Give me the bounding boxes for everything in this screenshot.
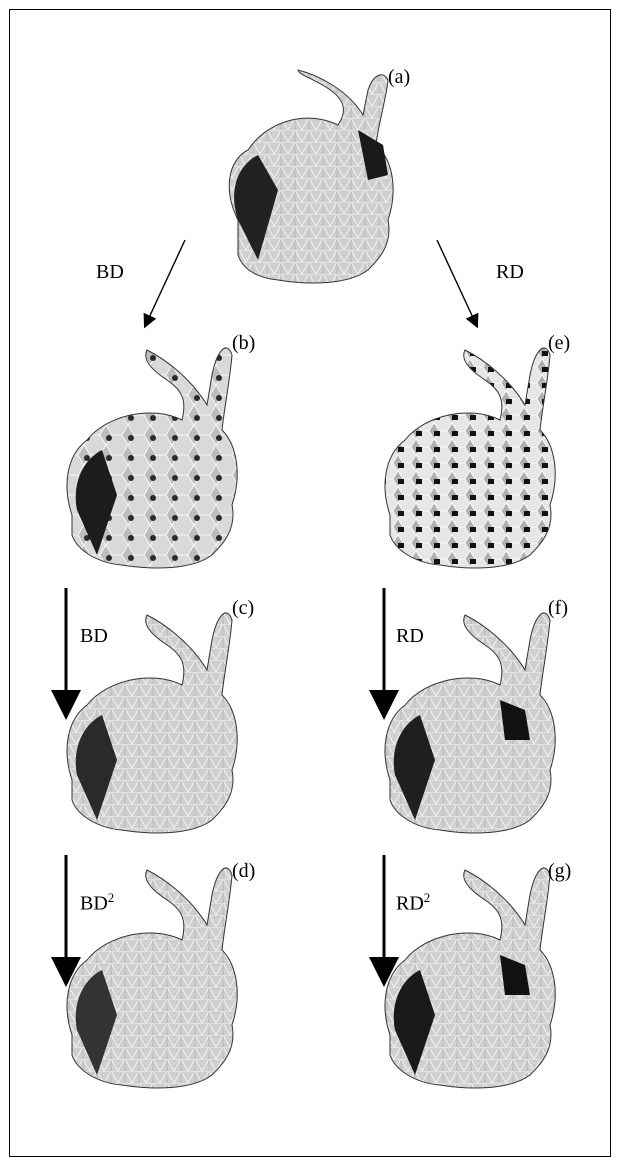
panel-label-b: (b) [232,333,255,353]
arrow-right-top [437,240,475,322]
arrow-left-top [147,240,185,322]
bunny-e [385,348,555,568]
panel-label-c: (c) [232,598,254,618]
arrow-label-left-top: BD [96,262,124,282]
panel-label-d: (d) [232,861,255,881]
arrow-label-left-bottom: BD2 [80,891,114,914]
arrow-label-right-top: RD [496,262,524,282]
panel-label-e: (e) [548,333,570,353]
arrow-label-right-mid: RD [396,626,424,646]
arrow-label-right-bottom-exp: 2 [424,890,431,905]
arrow-label-right-bottom-text: RD [396,893,424,915]
arrow-label-left-bottom-exp: 2 [108,890,115,905]
panel-label-a: (a) [388,67,410,87]
bunny-b [67,348,237,568]
arrow-label-left-mid: BD [80,626,108,646]
panel-label-f: (f) [548,598,568,618]
panel-label-g: (g) [548,861,571,881]
arrow-label-right-bottom: RD2 [396,891,430,914]
bunny-a [229,70,393,283]
arrow-label-left-bottom-text: BD [80,893,108,915]
